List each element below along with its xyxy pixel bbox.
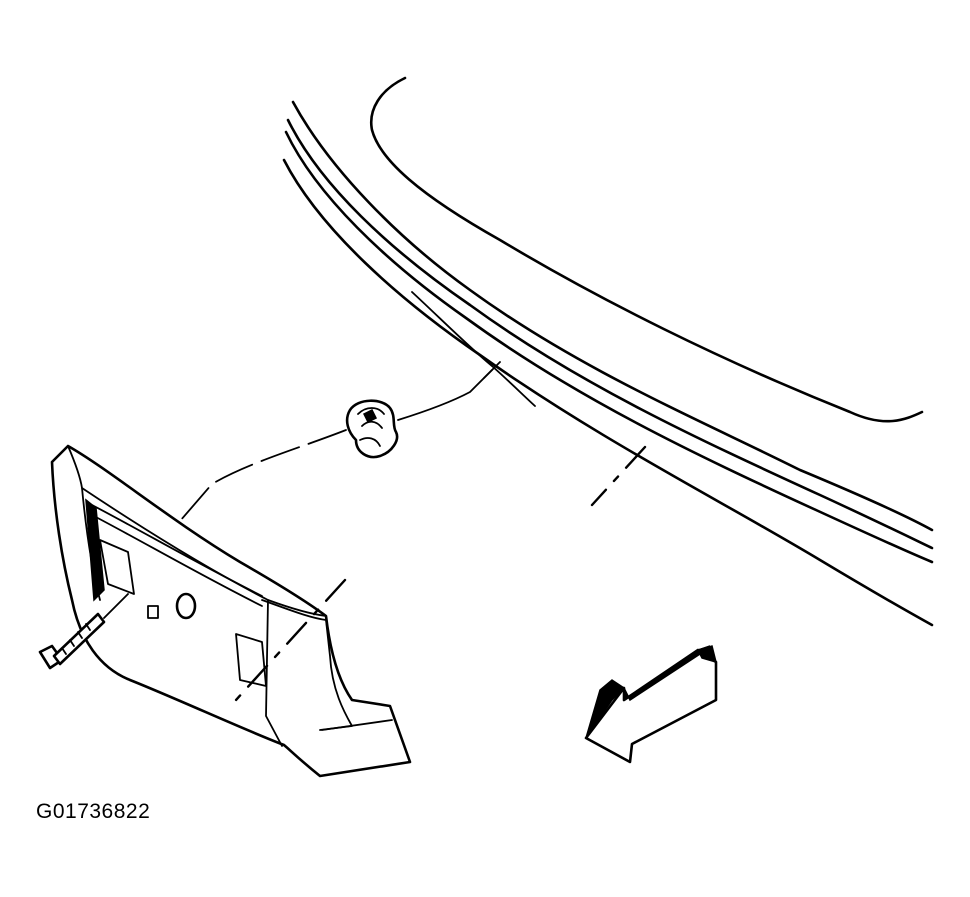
centerline-bracket — [234, 578, 347, 702]
license-plate-bracket — [50, 444, 412, 778]
front-direction-arrow-icon — [584, 645, 718, 764]
leader-clip-to-bumper — [397, 369, 493, 421]
leader-bumper-cross — [483, 361, 501, 379]
retainer-clip-icon — [345, 399, 399, 459]
leader-screw — [103, 593, 129, 619]
bumper-fascia — [282, 76, 934, 627]
leader-clip-to-bracket — [173, 429, 347, 529]
screw-icon — [38, 612, 106, 670]
centerline-bumper — [590, 445, 647, 507]
figure-id-label: G01736822 — [36, 800, 151, 823]
